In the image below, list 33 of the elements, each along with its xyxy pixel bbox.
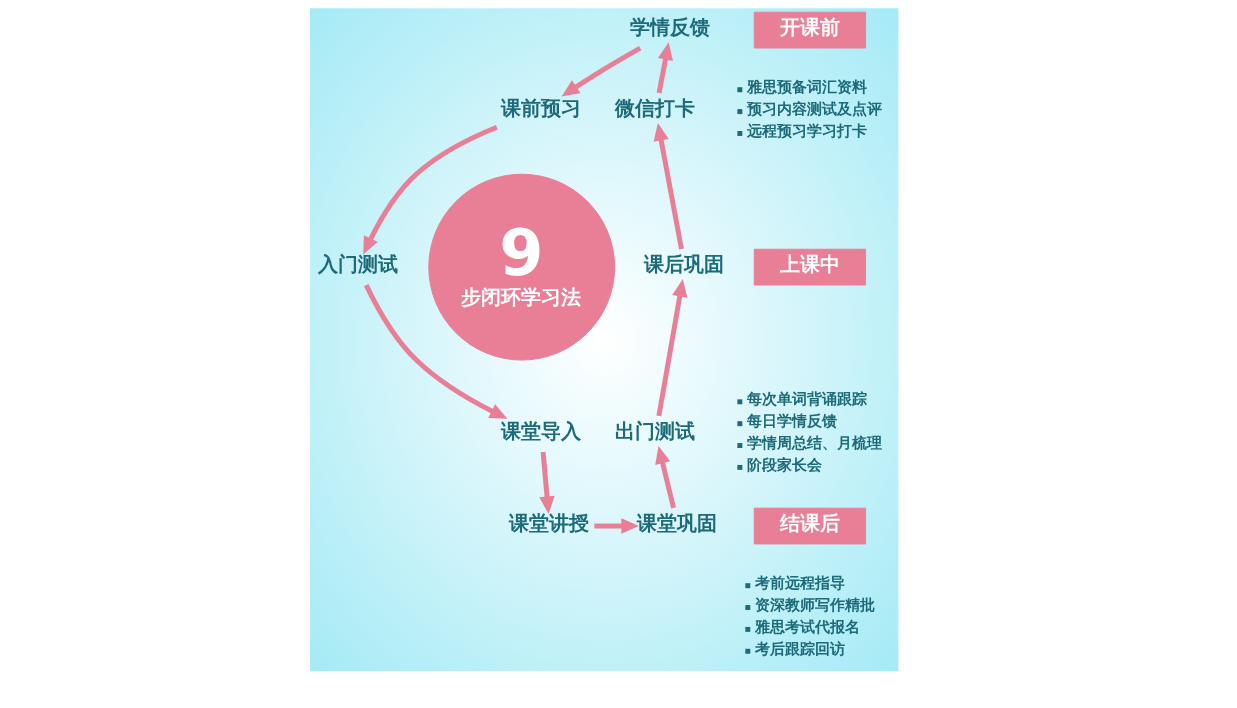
node-label: 考后跟踪回访 [755,639,846,658]
node-label: 资深教师写作精批 [755,596,876,615]
arrow [656,279,688,417]
node-label: 学情周总结、月梳理 [747,434,883,453]
arrow [655,446,676,509]
node-label: 雅思考试代报名 [755,617,861,636]
node-text: 学情反馈 [630,16,711,40]
node-text: 出门测试 [615,420,696,444]
node-label: 每次单词背诵跟踪 [747,390,868,409]
node-text: 课前预习 [500,97,581,121]
arrow [363,125,498,255]
arrow [594,518,639,534]
arrow [656,42,673,94]
node-text: 课堂导入 [500,420,581,444]
node-box: 开课前 [753,11,867,49]
node-text: 微信打卡 [615,97,696,121]
node-label: 阶段家长会 [747,455,823,474]
node-label: 每日学情反馈 [747,412,838,431]
arrow [561,46,642,97]
node-text: 课堂讲授 [508,512,589,536]
arrow [653,123,684,250]
node-box: 上课中 [753,248,867,286]
arrow [364,284,508,419]
node-box: 结课后 [753,507,867,545]
arrow [539,451,555,515]
node-text: 课后巩固 [643,253,724,277]
node-label: 远程预习学习打卡 [747,121,868,140]
node-label: 雅思预备词汇资料 [747,78,868,97]
node-label: 预习内容测试及点评 [747,100,883,119]
node-label: 考前远程指导 [755,574,846,593]
node-text: 入门测试 [317,253,398,277]
node-circle: 9 步闭环学习法 [428,173,616,361]
node-text: 课堂巩固 [636,512,717,536]
